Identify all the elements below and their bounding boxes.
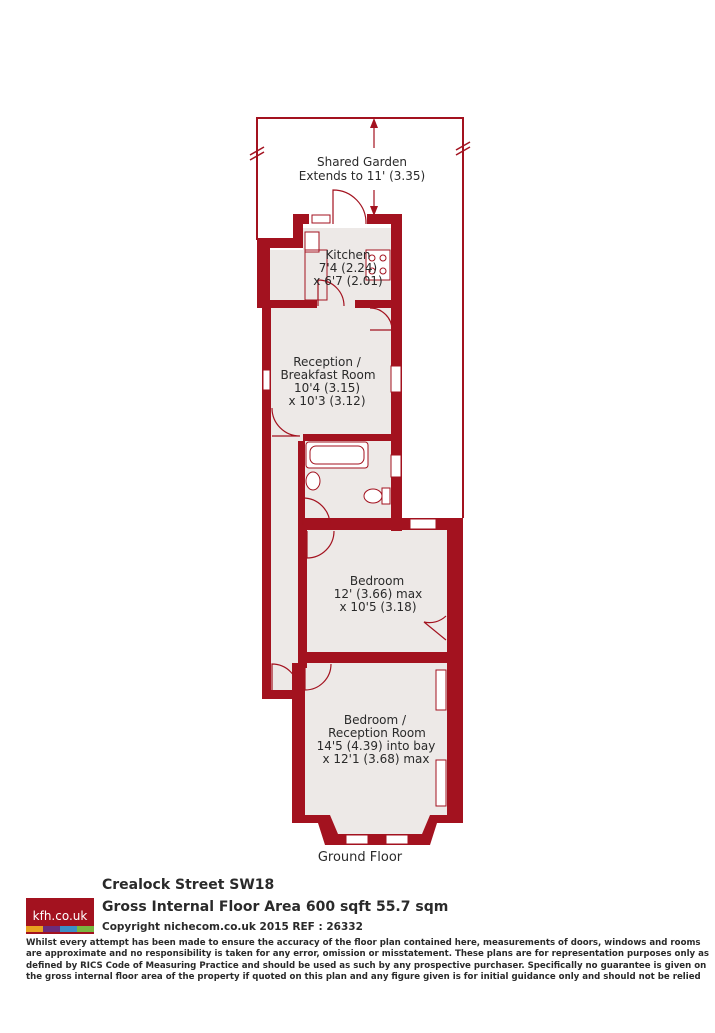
bedroom-window: [409, 518, 437, 530]
copyright-ref: Copyright nichecom.co.uk 2015 REF : 2633…: [102, 921, 363, 933]
kitchen-name: Kitchen: [325, 248, 370, 262]
reception-breakfast-name1: Reception /: [293, 355, 362, 369]
fixtures: [304, 231, 391, 505]
hob-ring: [379, 254, 387, 262]
reception-window: [390, 365, 402, 393]
reception-cupboard-door: [369, 307, 393, 331]
logo-stripe-1: [26, 926, 43, 932]
bedroom-dim1: 12' (3.66) max: [334, 587, 422, 601]
bedroom-door: [306, 530, 335, 559]
logo-stripe-4: [77, 926, 94, 932]
kitchen-hob: [365, 249, 391, 281]
logo-stripe-2: [43, 926, 60, 932]
kitchen-door: [317, 279, 345, 307]
bathroom-door: [302, 497, 331, 526]
bay-window-left: [345, 834, 369, 845]
disclaimer-text: Whilst every attempt has been made to en…: [26, 938, 710, 982]
garden-name: Shared Garden: [317, 155, 407, 169]
floor-area: Gross Internal Floor Area 600 sqft 55.7 …: [102, 899, 449, 915]
shared-garden: [249, 117, 471, 518]
bathroom-window: [390, 454, 402, 478]
bath-inner: [309, 445, 365, 465]
property-address: Crealock Street SW18: [102, 877, 275, 893]
bedroom-dim2: x 10'5 (3.18): [339, 600, 416, 614]
floor-fills: [270, 228, 447, 834]
kitchen-sink: [304, 231, 320, 253]
bay-side-window-top: [435, 669, 447, 711]
kitchen-worktop: [304, 249, 328, 301]
reception-breakfast-dim2: x 10'3 (3.12): [288, 394, 365, 408]
bedroom-reception-dim2: x 12'1 (3.68) max: [323, 752, 430, 766]
bedroom-reception-floor: [305, 663, 447, 834]
bedroom-reception-dim1: 14'5 (4.39) into bay: [317, 739, 436, 753]
garden-dimension-arrow: [370, 118, 378, 216]
garden-boundary-break-right-2: [455, 146, 471, 156]
floor-plan: Shared Garden Extends to 11' (3.35) Kitc…: [249, 117, 471, 865]
doors: [271, 189, 447, 691]
windows: [262, 214, 447, 845]
garden-boundary-break-left: [249, 151, 265, 161]
toilet: [363, 488, 383, 504]
garden-dims: Extends to 11' (3.35): [299, 169, 425, 183]
bay-room-door: [304, 663, 332, 691]
bay-window-right: [385, 834, 409, 845]
bedroom-reception-name2: Reception Room: [328, 726, 426, 740]
hall-door: [271, 407, 301, 437]
hob-ring: [368, 254, 376, 262]
basin: [305, 471, 321, 491]
reception-breakfast-floor: [270, 306, 391, 436]
bedroom-name: Bedroom: [350, 574, 404, 588]
front-door: [271, 663, 299, 691]
side-return-floor: [270, 250, 303, 306]
garden-boundary-break-right: [455, 141, 471, 151]
room-labels: Shared Garden Extends to 11' (3.35) Kitc…: [280, 155, 435, 865]
logo-stripe: [26, 926, 94, 932]
hob-ring: [368, 267, 376, 275]
logo-stripe-3: [60, 926, 77, 932]
toilet-cistern: [381, 487, 391, 505]
floor-label: Ground Floor: [318, 850, 403, 865]
bedroom-cupboard-door: [423, 615, 447, 641]
kitchen-garden-door: [332, 189, 367, 225]
bedroom-reception-name1: Bedroom /: [344, 713, 407, 727]
hall-window: [262, 369, 271, 391]
reception-breakfast-dim1: 10'4 (3.15): [294, 381, 360, 395]
kitchen-dim2: x 6'7 (2.01): [313, 274, 382, 288]
walls: [257, 214, 463, 845]
kitchen-window: [311, 214, 331, 224]
hallway-floor: [270, 436, 303, 690]
garden-boundary-break-left-2: [249, 146, 265, 156]
bay-side-window-bottom: [435, 759, 447, 807]
kitchen-dim1: 7'4 (2.24): [319, 261, 377, 275]
reception-breakfast-name2: Breakfast Room: [280, 368, 375, 382]
hob-ring: [379, 267, 387, 275]
bedroom-floor: [307, 530, 447, 652]
